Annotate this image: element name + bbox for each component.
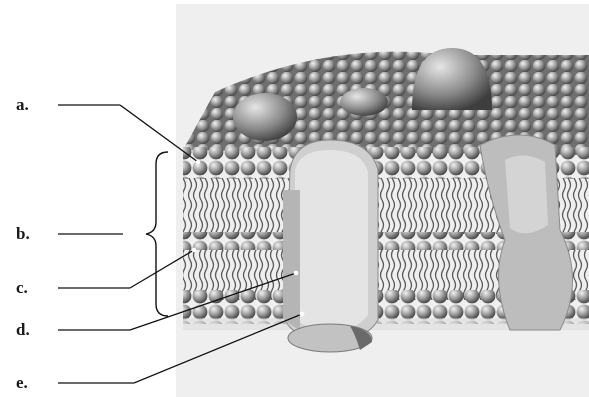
right-protein-highlight — [505, 155, 548, 233]
pointer-dot-a — [196, 160, 200, 164]
channel-inner-face — [294, 150, 368, 330]
channel-shading — [283, 190, 300, 330]
surface-protein-dome — [233, 93, 297, 141]
surface-protein-dome — [340, 88, 388, 116]
pointer-dot-e — [300, 312, 305, 317]
pointer-dot-d — [294, 271, 299, 276]
bracket-b — [146, 152, 168, 316]
label-c: c. — [16, 279, 28, 296]
pointer-dot-c — [192, 248, 196, 252]
label-b: b. — [16, 225, 30, 242]
label-a: a. — [16, 96, 29, 113]
label-d: d. — [16, 321, 30, 338]
label-e: e. — [16, 374, 28, 391]
